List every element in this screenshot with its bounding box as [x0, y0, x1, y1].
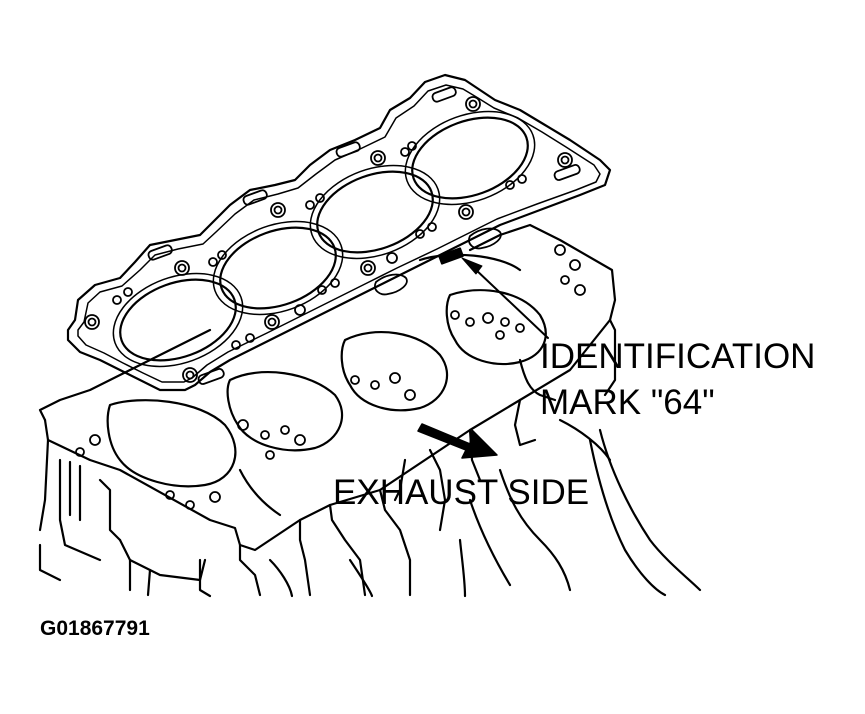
exhaust-arrow — [417, 423, 498, 459]
identification-label-line1: IDENTIFICATION — [540, 337, 816, 376]
figure-id: G01867791 — [40, 617, 150, 640]
identification-mark-label: IDENTIFICATION MARK "64" — [540, 334, 815, 426]
gasket-bores — [112, 110, 536, 368]
engine-block — [38, 223, 702, 598]
identification-mark — [438, 247, 464, 265]
head-gasket — [66, 73, 612, 392]
identification-leader — [461, 257, 549, 339]
identification-label-line2: MARK "64" — [540, 383, 715, 422]
exhaust-side-label: EXHAUST SIDE — [333, 473, 590, 512]
